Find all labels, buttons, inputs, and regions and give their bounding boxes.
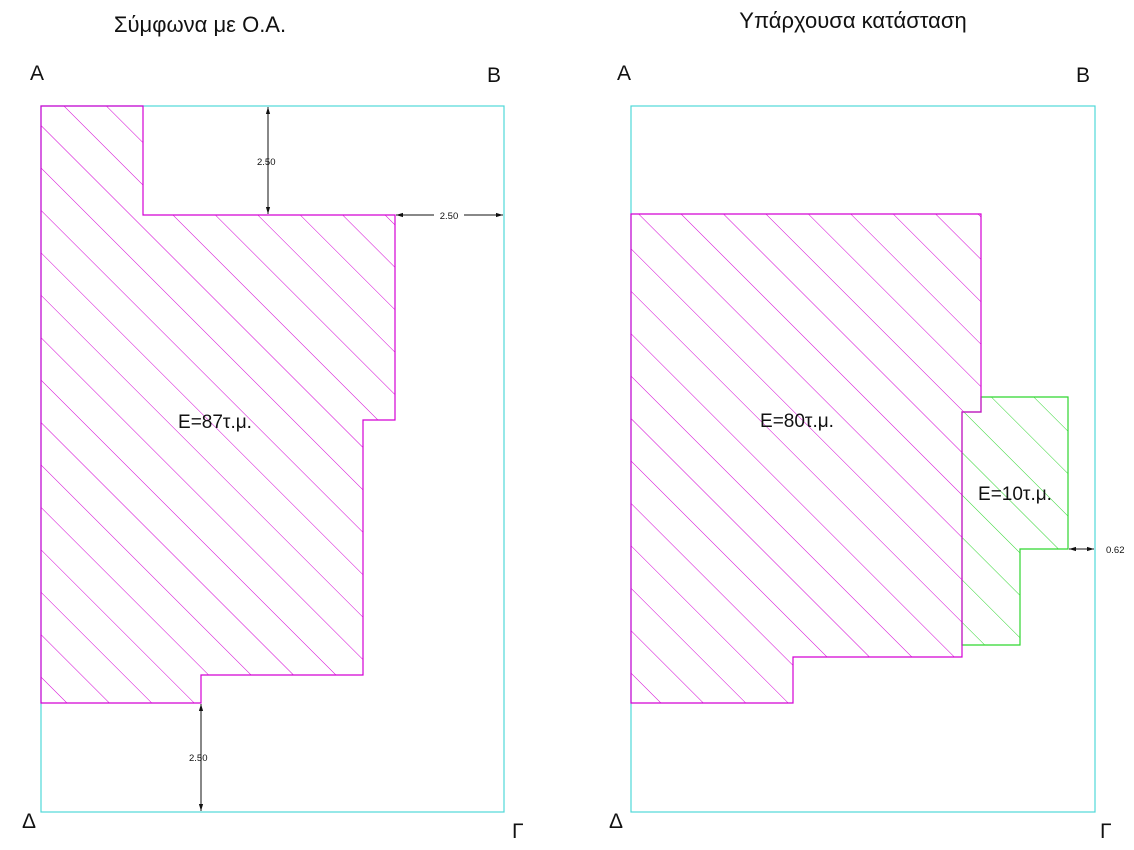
left-plan: Σύμφωνα με Ο.Α. Α Β Γ Δ Ε=87τ.μ. 2.50 2.… [22,12,524,843]
left-top-dimension-label: 2.50 [257,157,276,168]
right-extension-area-label: Ε=10τ.μ. [978,484,1052,505]
left-right-dimension-label-bg [434,208,464,222]
right-extension-footprint [961,396,1069,646]
left-corner-b: Β [487,64,501,87]
left-plan-title: Σύμφωνα με Ο.Α. [114,12,286,37]
right-main-area-label: Ε=80τ.μ. [760,411,834,432]
right-existing-building-footprint [630,213,982,704]
left-area-label: Ε=87τ.μ. [178,412,252,433]
right-plan-title: Υπάρχουσα κατάσταση [739,8,966,33]
left-corner-g: Γ [512,820,524,843]
left-corner-a: Α [30,62,44,85]
right-corner-g: Γ [1100,820,1112,843]
right-side-dimension-label: 0.62 [1106,545,1125,556]
left-right-dimension-label: 2.50 [440,211,459,222]
left-bottom-dimension-label: 2.50 [189,753,208,764]
left-corner-d: Δ [22,810,36,833]
right-corner-d: Δ [609,810,623,833]
left-allowed-building-footprint [40,105,396,704]
right-plan: Υπάρχουσα κατάσταση Α Β Γ Δ Ε=80τ.μ. Ε=1… [609,8,1125,843]
right-corner-b: Β [1076,64,1090,87]
right-corner-a: Α [617,62,631,85]
